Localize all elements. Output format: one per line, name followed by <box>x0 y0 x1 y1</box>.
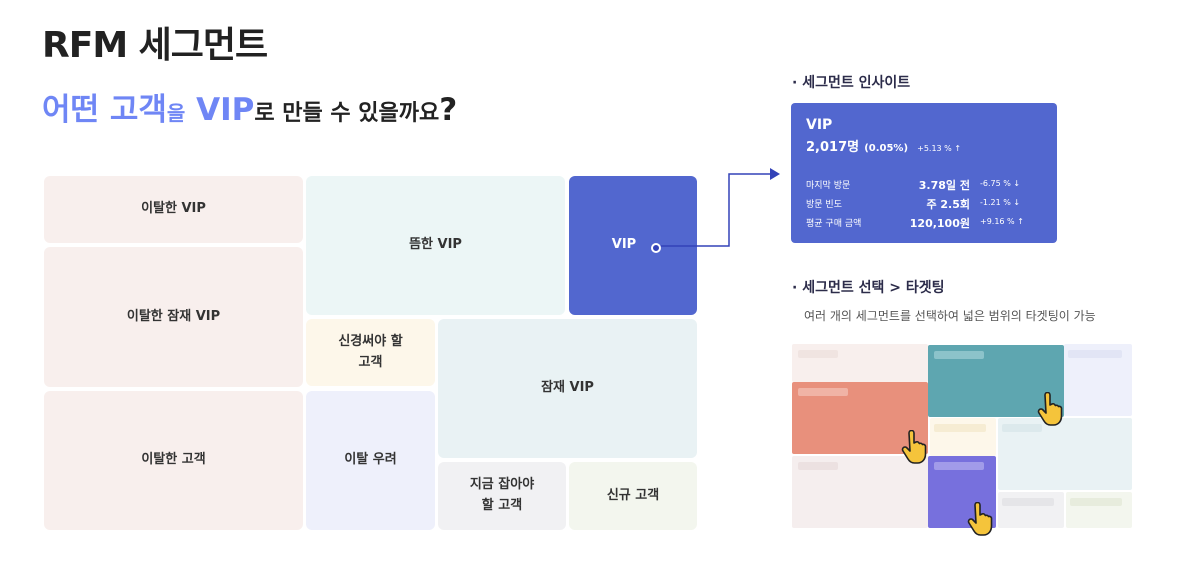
metric-visit-frequency: 방문 빈도 주 2.5회 -1.21 % ↓ <box>806 197 1042 211</box>
segment-churned-vip[interactable]: 이탈한 VIP <box>44 176 303 243</box>
segment-new-customer-label: 신규 고객 <box>606 487 660 503</box>
metric-last-visit-value: 3.78일 전 <box>918 179 970 192</box>
segment-potential-vip-label: 잠재 VIP <box>541 380 594 396</box>
metric-visit-frequency-value: 주 2.5회 <box>926 198 970 211</box>
segment-churned-vip-label: 이탈한 VIP <box>141 201 206 217</box>
segment-at-risk[interactable]: 이탈 우려 <box>306 391 435 530</box>
headline: 어떤 고객을 VIP로 만들 수 있을까요? <box>42 84 457 129</box>
mini-bar <box>934 424 986 432</box>
segment-potential-churned-vip[interactable]: 이탈한 잠재 VIP <box>44 247 303 387</box>
metric-avg-purchase-value: 120,100원 <box>909 217 970 230</box>
headline-part1: 어떤 고객 <box>42 92 167 128</box>
insight-count: 2,017명 <box>806 140 860 155</box>
insight-card: VIP 2,017명 (0.05%) +5.13 % ↑ 마지막 방문 3.78… <box>791 103 1057 243</box>
metric-last-visit-label: 마지막 방문 <box>806 181 851 191</box>
mini-bar <box>1070 498 1122 506</box>
metric-last-visit-change: -6.75 % ↓ <box>980 179 1021 188</box>
segment-dormant-vip[interactable]: 뜸한 VIP <box>306 176 565 315</box>
headline-part2: 을 <box>166 101 186 125</box>
mini-bar <box>934 462 984 470</box>
segment-vip-label: VIP <box>611 237 637 253</box>
mini-bar <box>798 462 838 470</box>
mini-bar <box>934 351 984 359</box>
segment-catch-now-line2: 할 고객 <box>481 498 523 513</box>
insight-section-label: · 세그먼트 인사이트 <box>792 75 911 91</box>
segment-churned-customer-label: 이탈한 고객 <box>141 452 206 468</box>
metric-avg-purchase-change: +9.16 % ↑ <box>980 217 1024 226</box>
mini-bar <box>1002 498 1054 506</box>
insight-percent: (0.05%) <box>864 143 909 154</box>
segment-needs-attention-line2: 고객 <box>358 354 383 370</box>
metric-last-visit: 마지막 방문 3.78일 전 -6.75 % ↓ <box>806 178 1042 192</box>
mini-bar <box>1002 424 1042 432</box>
mini-bar <box>798 350 838 358</box>
segment-potential-vip[interactable]: 잠재 VIP <box>438 319 697 458</box>
metric-visit-frequency-change: -1.21 % ↓ <box>980 198 1021 207</box>
headline-part5: ? <box>439 92 458 128</box>
targeting-section-label: · 세그먼트 선택 > 타겟팅 <box>792 280 945 296</box>
vip-dot-icon <box>651 243 661 253</box>
metric-visit-frequency-label: 방문 빈도 <box>806 200 842 210</box>
insight-segment-name: VIP <box>806 117 833 133</box>
segment-churned-customer[interactable]: 이탈한 고객 <box>44 391 303 530</box>
mini-bar <box>1068 350 1122 358</box>
segment-at-risk-label: 이탈 우려 <box>344 452 397 468</box>
segment-catch-now-line1: 지금 잡아야 <box>469 477 535 493</box>
insight-count-change: +5.13 % ↑ <box>917 144 962 153</box>
page-title: RFM 세그먼트 <box>42 25 268 66</box>
headline-part4: 로 만들 수 있을까요 <box>254 101 440 126</box>
mini-bar <box>798 388 848 396</box>
segment-needs-attention-line1: 신경써야 할 <box>338 333 403 349</box>
insight-count-row: 2,017명 (0.05%) +5.13 % ↑ <box>806 136 1042 155</box>
segment-potential-churned-vip-label: 이탈한 잠재 VIP <box>126 308 221 324</box>
targeting-description: 여러 개의 세그먼트를 선택하여 넓은 범위의 타겟팅이 가능 <box>804 309 1096 323</box>
hand-pointer-icon <box>901 430 927 464</box>
metric-avg-purchase: 평균 구매 금액 120,100원 +9.16 % ↑ <box>806 216 1042 230</box>
metric-avg-purchase-label: 평균 구매 금액 <box>806 219 862 229</box>
headline-part3: VIP <box>185 92 255 128</box>
segment-dormant-vip-label: 뜸한 VIP <box>409 237 462 253</box>
hand-pointer-icon <box>967 502 993 536</box>
hand-pointer-icon <box>1037 392 1063 426</box>
segment-new-customer[interactable]: 신규 고객 <box>569 462 697 530</box>
